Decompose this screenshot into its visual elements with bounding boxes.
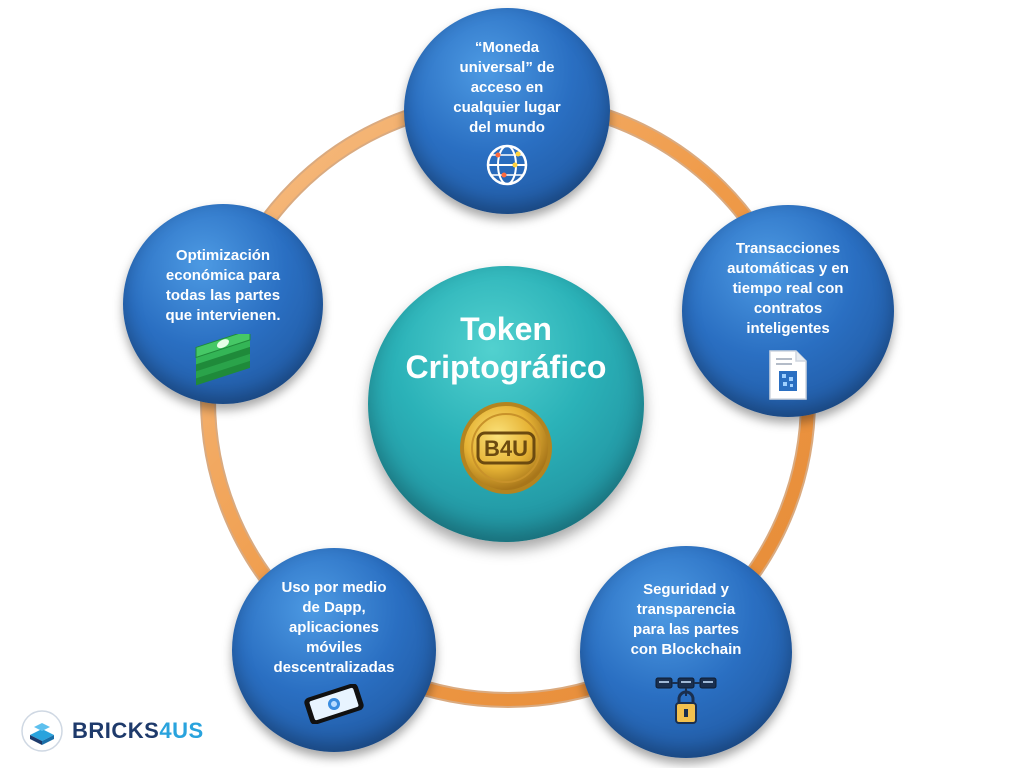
center-token-circle: Token Criptográfico B4U bbox=[368, 266, 644, 542]
node-blockchain-security-label: Seguridad y transparencia para las parte… bbox=[630, 581, 742, 658]
coin-label: B4U bbox=[484, 436, 528, 461]
node-dapp-usage: Uso por medio de Dapp, aplicaciones móvi… bbox=[232, 548, 436, 752]
node-smart-contracts-label: Transacciones automáticas y en tiempo re… bbox=[727, 240, 849, 337]
blockchain-lock-icon bbox=[654, 672, 718, 733]
globe-icon bbox=[484, 142, 530, 193]
node-economic-optimization-label: Optimización económica para todas las pa… bbox=[165, 247, 281, 324]
b4u-coin-icon: B4U bbox=[458, 400, 554, 501]
node-smart-contracts: Transacciones automáticas y en tiempo re… bbox=[682, 205, 894, 417]
node-universal-currency: “Moneda universal” de acceso en cualquie… bbox=[404, 8, 610, 214]
node-universal-currency-label: “Moneda universal” de acceso en cualquie… bbox=[453, 39, 561, 136]
bricks4us-logo: BRICKS4US bbox=[20, 708, 204, 754]
smartphone-icon bbox=[296, 683, 372, 729]
node-blockchain-security: Seguridad y transparencia para las parte… bbox=[580, 546, 792, 758]
contract-document-icon bbox=[768, 349, 808, 406]
node-economic-optimization: Optimización económica para todas las pa… bbox=[123, 204, 323, 404]
logo-wordmark: BRICKS4US bbox=[72, 718, 204, 744]
money-stack-icon bbox=[188, 329, 258, 391]
center-title: Token Criptográfico bbox=[405, 311, 607, 385]
bricks-logo-icon bbox=[21, 710, 63, 752]
node-dapp-usage-label: Uso por medio de Dapp, aplicaciones móvi… bbox=[273, 579, 395, 676]
logo-text-4us: 4US bbox=[159, 718, 204, 743]
logo-text-bricks: BRICKS bbox=[72, 718, 160, 743]
